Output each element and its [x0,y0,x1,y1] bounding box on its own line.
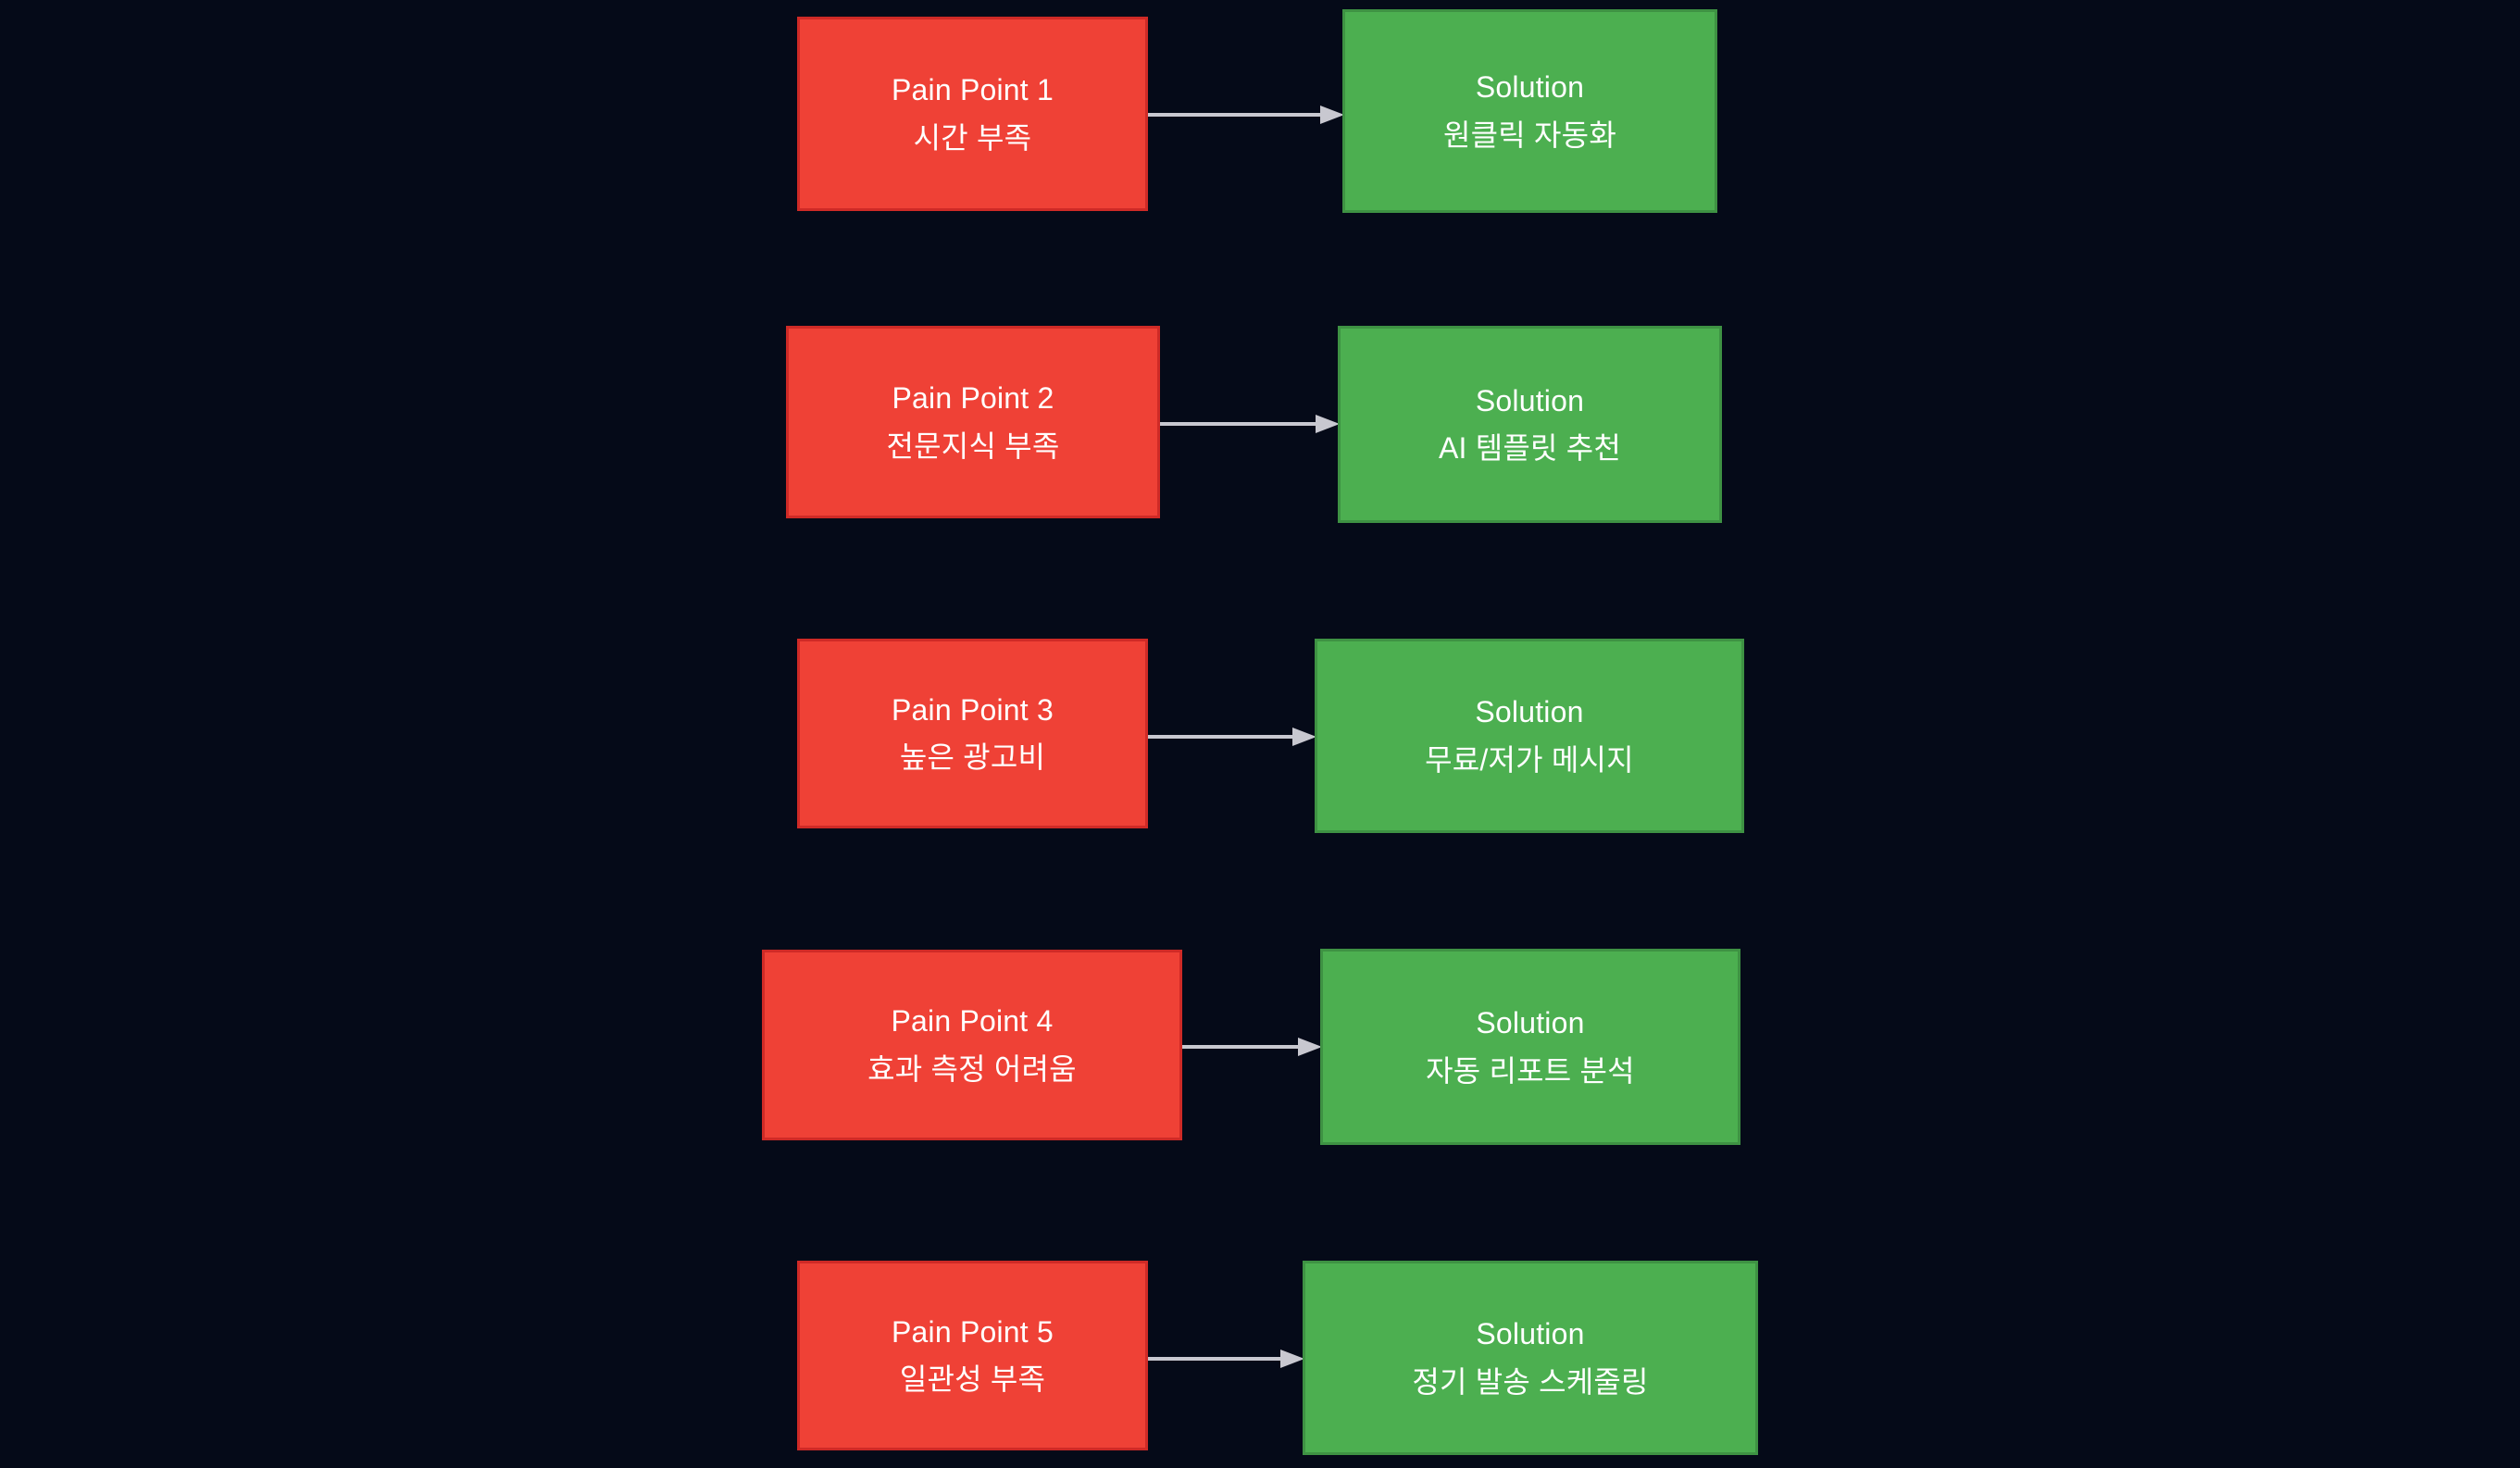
solution-detail-1: 원클릭 자동화 [1443,118,1616,152]
pain-point-detail-2: 전문지식 부족 [886,429,1060,463]
flow-arrow-1 [1148,105,1344,125]
pain-point-box-1[interactable]: Pain Point 1 시간 부족 [797,17,1148,211]
solution-detail-5: 정기 발송 스케줄링 [1412,1364,1649,1399]
solution-detail-3: 무료/저가 메시지 [1425,742,1634,777]
solution-detail-2: AI 템플릿 추천 [1438,431,1622,465]
solution-title-1: Solution [1475,70,1585,105]
pain-point-box-4[interactable]: Pain Point 4 효과 측정 어려움 [762,950,1182,1140]
pain-point-title-5: Pain Point 5 [892,1314,1054,1349]
flow-arrow-4 [1182,1037,1322,1057]
pain-point-title-3: Pain Point 3 [892,692,1054,727]
pain-point-detail-5: 일관성 부족 [899,1362,1046,1396]
solution-title-4: Solution [1476,1006,1585,1040]
solution-box-4[interactable]: Solution 자동 리포트 분석 [1320,949,1740,1145]
pain-point-detail-3: 높은 광고비 [899,740,1046,774]
pain-point-box-2[interactable]: Pain Point 2 전문지식 부족 [786,326,1160,518]
solution-box-2[interactable]: Solution AI 템플릿 추천 [1338,326,1722,523]
pain-point-title-1: Pain Point 1 [892,73,1054,107]
pain-point-detail-4: 효과 측정 어려움 [867,1051,1077,1086]
solution-title-3: Solution [1475,695,1584,729]
pain-point-detail-1: 시간 부족 [913,120,1032,155]
flow-arrow-2 [1160,414,1340,434]
solution-box-5[interactable]: Solution 정기 발송 스케줄링 [1303,1261,1758,1455]
pain-point-title-2: Pain Point 2 [892,381,1054,416]
pain-point-title-4: Pain Point 4 [891,1004,1054,1039]
pain-point-box-5[interactable]: Pain Point 5 일관성 부족 [797,1261,1148,1450]
flow-arrow-3 [1148,727,1316,747]
pain-point-box-3[interactable]: Pain Point 3 높은 광고비 [797,639,1148,828]
solution-title-5: Solution [1476,1317,1585,1351]
flow-arrow-5 [1148,1349,1304,1369]
solution-title-2: Solution [1475,383,1585,417]
solution-detail-4: 자동 리포트 분석 [1426,1053,1635,1088]
solution-box-3[interactable]: Solution 무료/저가 메시지 [1315,639,1744,833]
solution-box-1[interactable]: Solution 원클릭 자동화 [1342,9,1717,213]
